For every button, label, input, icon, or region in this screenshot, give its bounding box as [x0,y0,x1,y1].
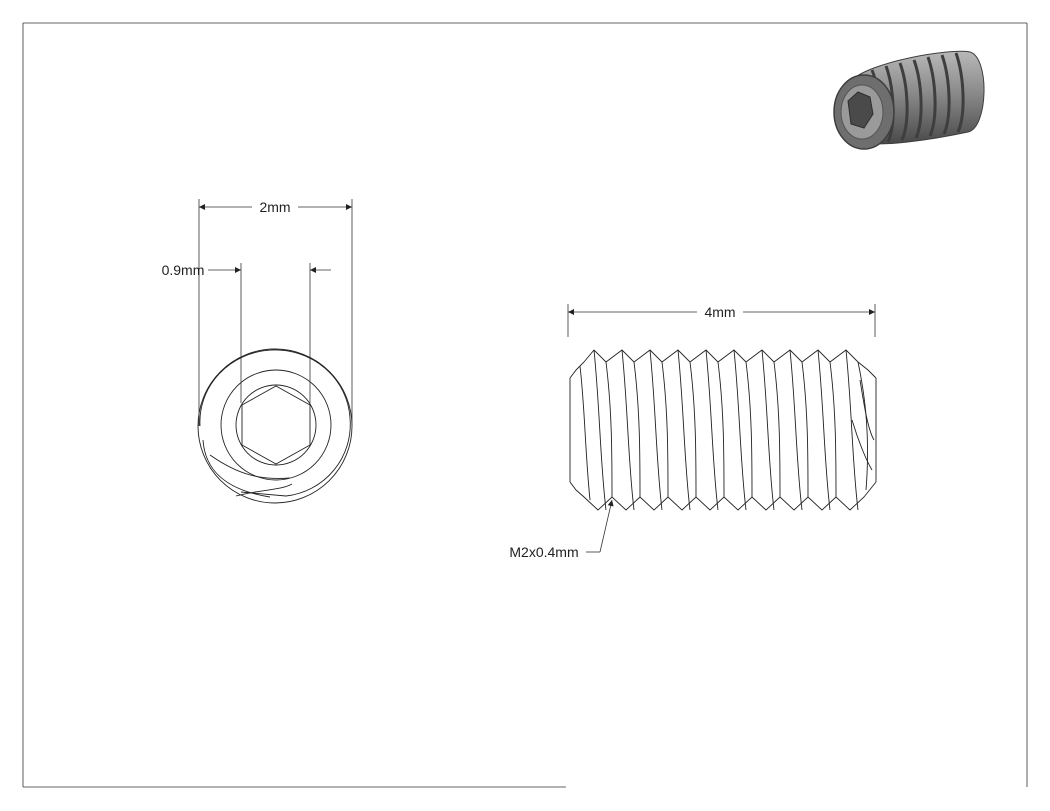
render-hex-socket [847,91,874,129]
thread-callout-label: M2x0.4mm [509,544,578,560]
dimension-hex-socket: 0.9mm [162,262,331,403]
dimension-length: 4mm [567,304,876,337]
thread-flanks [579,349,875,511]
dimension-label-2mm: 2mm [259,199,290,215]
thread-callout: M2x0.4mm [509,499,614,560]
hex-socket-outline [241,385,311,465]
set-screw-3d-view [833,50,985,150]
dimension-label-4mm: 4mm [704,304,735,320]
sheet-frame [22,22,1028,788]
dimension-outer-diameter: 2mm [198,199,353,426]
end-view [197,348,353,504]
side-view [569,349,877,511]
dimension-label-0-9mm: 0.9mm [162,262,205,278]
